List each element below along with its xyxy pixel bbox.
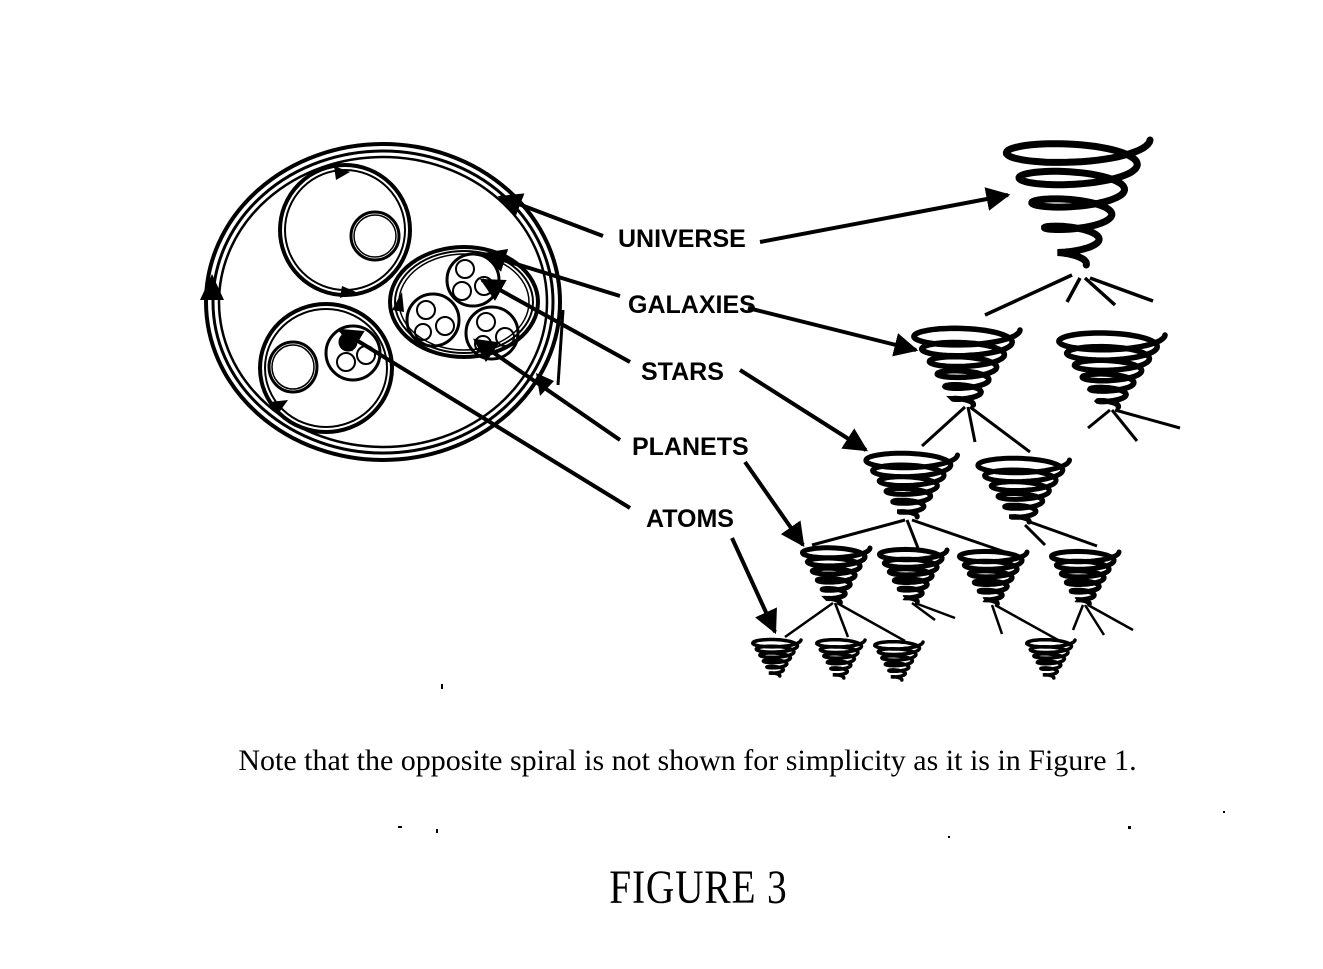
arrow-head-icon [536,373,554,396]
branch-line [1110,409,1139,442]
arrow-head-icon [334,166,350,180]
label-stars: STARS [641,358,724,386]
label-atoms: ATOMS [646,505,734,533]
branch-line [911,601,936,622]
planet-spiral [799,545,873,606]
branch-line [1087,603,1134,632]
leader-planets-left [473,338,622,442]
branch-line [1114,408,1181,430]
branch-line [1023,523,1047,547]
left-leader-lines [337,193,632,510]
galaxy-spiral [911,325,1023,408]
branch-line [811,518,906,547]
branch-line [1029,520,1098,548]
branch-line [833,602,850,638]
branch-line [969,405,1031,454]
galaxy-circle-right [388,245,540,361]
leader-planets-right [743,460,805,547]
branch-line [1065,277,1082,303]
galaxy-circle-top [278,163,412,298]
scan-speck [436,829,438,833]
branch-line [1089,276,1154,303]
figure-title: FIGURE 3 [609,861,788,914]
arrow-head-icon [392,292,404,312]
branch-line [966,406,977,443]
arrow-head-icon [270,400,288,414]
galaxy-spiral [1056,330,1168,410]
branch-line [1083,276,1117,307]
star-spiral [863,450,960,520]
branch-line [905,519,920,549]
leader-galaxies-right [747,306,919,357]
label-planets: PLANETS [632,433,749,461]
branch-line [1071,604,1085,631]
branch-line [1083,604,1106,636]
scan-speck [398,826,402,828]
branch-line [994,603,1059,642]
universe-circle [200,142,562,462]
leader-universe-right [759,187,1011,244]
arrow-head-icon [200,274,224,300]
star-circle [324,324,382,382]
arrow-head-icon [340,286,356,298]
planet-spiral [876,546,950,605]
scan-speck [441,684,443,689]
galaxy-circle-left [258,302,394,434]
label-galaxies: GALAXIES [628,291,756,319]
branch-line [836,601,906,643]
leader-stars-left [479,278,631,364]
leader-universe-left [497,193,604,238]
branch-line [990,604,1004,635]
branch-line [984,273,1073,317]
branch-line [911,518,1006,554]
branch-line [920,405,967,448]
star-circle [405,292,461,348]
labels: UNIVERSE GALAXIES STARS PLANETS ATOMS [618,225,756,533]
right-leader-lines [730,187,1011,635]
star-circle [445,252,501,308]
planet-spiral [956,548,1030,607]
branch-line [784,601,834,639]
scan-speck [1223,811,1225,813]
leader-stars-right [738,368,869,452]
scan-speck [1128,826,1131,829]
universe-spiral [1002,136,1154,269]
spiral-hierarchy-view [751,136,1181,682]
nested-circles-view [200,142,565,462]
label-universe: UNIVERSE [618,225,746,253]
atom-spiral [815,637,867,680]
leader-galaxies-left [481,248,621,298]
leader-atoms-right [730,537,777,635]
star-spiral [975,455,1072,525]
planet-spiral [1048,548,1122,607]
atom-spiral [1025,637,1077,680]
branch-line [1087,408,1111,430]
scan-speck [948,836,950,838]
branch-line [914,601,956,620]
atom-spiral [751,637,803,678]
atom-spiral [873,639,925,682]
leader-atoms-left [337,328,632,510]
caption-note: Note that the opposite spiral is not sho… [238,744,1137,777]
